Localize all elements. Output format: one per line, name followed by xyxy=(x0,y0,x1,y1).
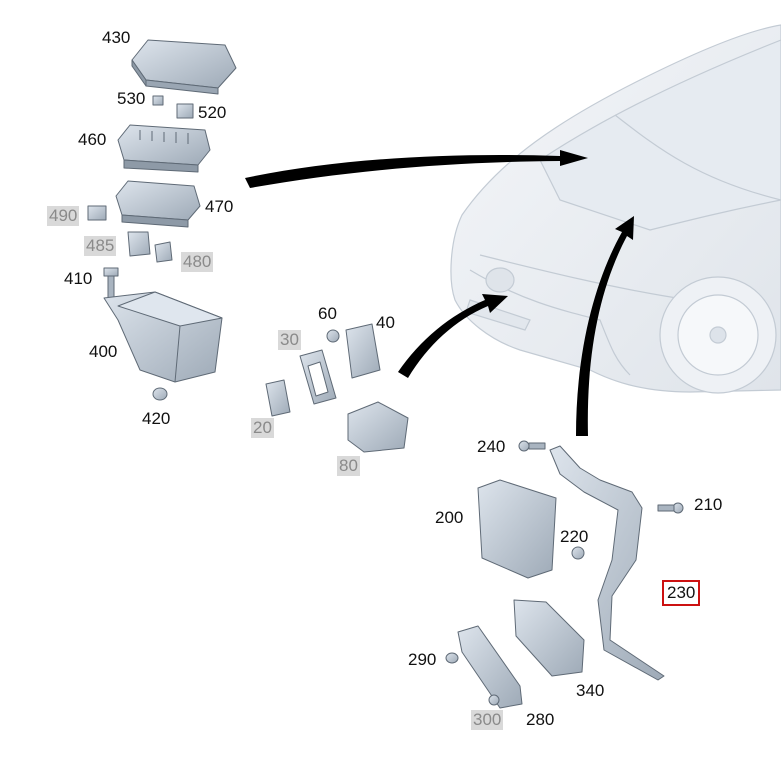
control-unit-280 xyxy=(457,625,523,709)
part-60 xyxy=(326,329,340,343)
clip-300 xyxy=(488,694,500,706)
label-420: 420 xyxy=(142,409,171,428)
label-460: 460 xyxy=(78,130,107,149)
label-200: 200 xyxy=(435,508,464,527)
control-unit-40 xyxy=(345,323,381,379)
label-400: 400 xyxy=(89,342,118,361)
label-480: 480 xyxy=(181,252,214,272)
label-20: 20 xyxy=(251,418,274,438)
fuse-box-cover xyxy=(131,39,237,95)
clip-290 xyxy=(445,652,459,664)
label-520: 520 xyxy=(198,103,227,122)
label-230-highlighted[interactable]: 230 xyxy=(662,580,701,606)
pointer-arrows xyxy=(245,150,634,436)
label-80: 80 xyxy=(337,456,360,476)
module-340 xyxy=(513,599,585,677)
part-490 xyxy=(87,205,107,221)
label-210: 210 xyxy=(694,495,723,514)
module-20 xyxy=(265,379,291,417)
label-290: 290 xyxy=(408,650,437,669)
screw-210 xyxy=(657,502,684,514)
control-unit-200 xyxy=(477,479,557,579)
cover-80 xyxy=(347,401,409,453)
arrow-lower-group xyxy=(576,216,634,436)
label-280: 280 xyxy=(526,710,555,729)
carrier-bracket-230 xyxy=(549,445,665,681)
label-490: 490 xyxy=(47,206,80,226)
vehicle-illustration xyxy=(450,24,781,394)
label-60: 60 xyxy=(318,304,337,323)
part-485 xyxy=(127,231,151,257)
part-480 xyxy=(154,241,173,263)
label-340: 340 xyxy=(576,681,605,700)
fuse-carrier-470 xyxy=(115,180,201,228)
label-30: 30 xyxy=(278,330,301,350)
screw-240 xyxy=(518,440,546,452)
label-470: 470 xyxy=(205,197,234,216)
nut-220 xyxy=(571,546,585,560)
label-410: 410 xyxy=(64,269,93,288)
label-220: 220 xyxy=(560,527,589,546)
fuse-carrier-460 xyxy=(117,124,211,173)
relay-520 xyxy=(176,103,194,119)
small-relay-530 xyxy=(152,95,164,106)
label-530: 530 xyxy=(117,89,146,108)
arrow-middle-group xyxy=(398,294,508,378)
label-485: 485 xyxy=(84,236,117,256)
arrow-upper-group xyxy=(245,150,588,188)
label-40: 40 xyxy=(376,313,395,332)
label-430: 430 xyxy=(102,28,131,47)
grommet-420 xyxy=(152,387,168,401)
fuse-box-housing xyxy=(103,291,223,383)
label-240: 240 xyxy=(477,437,506,456)
label-300: 300 xyxy=(471,710,504,730)
bolt-410 xyxy=(103,267,119,299)
bracket-30 xyxy=(299,349,337,405)
